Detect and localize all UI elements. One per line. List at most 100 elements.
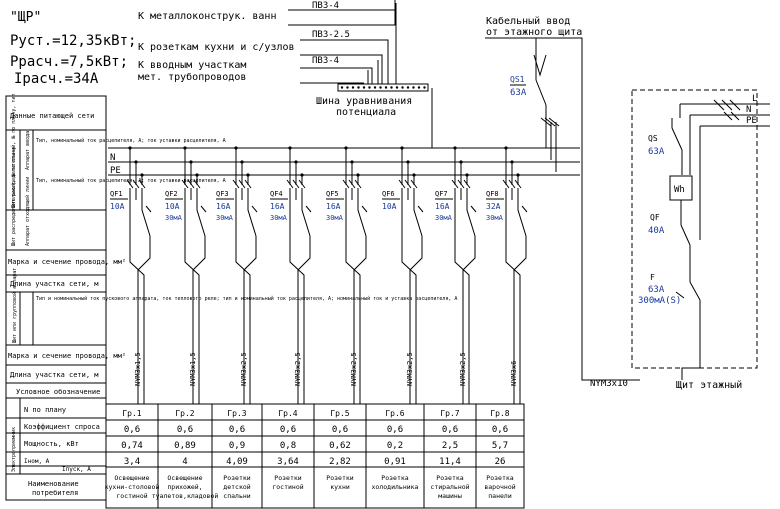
panel-title: Щит этажный (676, 379, 742, 391)
consumer-name: машины (438, 492, 462, 500)
breaker-name: QF2 (165, 190, 178, 198)
consumer-name: Розетки (326, 474, 353, 482)
cable-entry-1: Кабельный ввод (486, 15, 570, 27)
breaker-name: QF5 (326, 190, 339, 198)
panel-n-label: N (746, 105, 751, 115)
group-demand: 0,6 (492, 425, 508, 435)
group-current: 3,4 (124, 457, 140, 467)
panel-cable: NYM3x10 (590, 379, 628, 389)
breaker-switch (137, 188, 151, 404)
group-vlabel: Шит или групповой аппарат (12, 268, 18, 343)
consumer-name: гостиной (116, 492, 147, 500)
breaker-rcd: 30мА (326, 214, 344, 222)
bus-dot (390, 86, 393, 89)
bus-n-label: N (110, 153, 115, 163)
breaker-name: QF4 (270, 190, 283, 198)
bus-dot (395, 86, 399, 89)
bus-dot (417, 86, 421, 89)
bus-dot (368, 86, 371, 89)
breaker-mark (251, 205, 258, 213)
cable-label: NYM3x2,5 (350, 352, 358, 386)
group-demand: 0,6 (229, 425, 245, 435)
junction-dot (189, 160, 193, 164)
branch-ticks (232, 179, 252, 189)
breaker-pe (129, 188, 145, 404)
bus-dot (401, 86, 404, 89)
breaker-rating: 32А (486, 202, 501, 211)
bus-dot (379, 86, 382, 89)
istart-label: Iпуск, А (62, 466, 91, 473)
group-current: 2,82 (329, 457, 351, 467)
panel-qs-rating: 63А (648, 147, 665, 157)
breaker-name: QF7 (435, 190, 448, 198)
breaker-switch (243, 188, 257, 404)
bus-pe-label: PE (110, 166, 121, 176)
breaker-rating: 10А (382, 202, 397, 211)
breaker-rcd: 30мА (486, 214, 504, 222)
panel-f-rcd: 300мА(S) (638, 296, 681, 306)
consumer-name: холодильника (372, 483, 419, 491)
junction-dot (195, 173, 199, 177)
junction-dot (288, 146, 292, 150)
length-1: Длина участка сети, м (10, 280, 99, 288)
breaker-switch (297, 188, 311, 404)
label-kitchen-outlets: К розеткам кухни и с/узлов (138, 42, 295, 53)
bus-dot (340, 86, 344, 89)
group-current: 0,91 (384, 457, 406, 467)
group-demand: 0,6 (442, 425, 458, 435)
branch-ticks (126, 179, 146, 189)
junction-dot (344, 146, 348, 150)
junction-dot (400, 146, 404, 150)
group-power: 2,5 (442, 441, 458, 451)
vlabel-2b: Аппарат отходящей линии (25, 177, 31, 246)
branch-feed (345, 148, 359, 185)
breaker-pe (454, 188, 470, 404)
breaker-mark (200, 205, 207, 213)
symbol-label: Условное обозначение (16, 388, 100, 396)
breaker-rating: 16А (216, 202, 231, 211)
consumer-name-2: потребителя (32, 489, 78, 497)
junction-dot (128, 146, 132, 150)
breaker-pe (235, 188, 251, 404)
consumer-name: Розетки (274, 474, 301, 482)
consumer-name: стиральной (430, 483, 469, 491)
cable-label: NYM3x6 (510, 361, 518, 386)
panel-meter-label: Wh (674, 185, 685, 195)
junction-dot (294, 160, 298, 164)
branch-feed (454, 148, 468, 185)
junction-dot (516, 173, 520, 177)
wire-mark-2: Марка и сечение провода, мм² (8, 352, 126, 360)
group-power: 0,89 (174, 441, 196, 451)
qs1-name: QS1 (510, 75, 525, 84)
cable-label: NYM3x2,5 (240, 352, 248, 386)
length-2: Длина участка сети, м (10, 371, 99, 379)
junction-dot (465, 173, 469, 177)
consumer-name: прихожей, (167, 483, 202, 491)
group-power: 0,2 (387, 441, 403, 451)
branch-ticks (451, 179, 471, 189)
panel-f-name: F (650, 273, 655, 282)
cable-label: NYM3x2,5 (294, 352, 302, 386)
row1-desc: Тип, номинальный ток расцепителя, А; ток… (36, 138, 226, 144)
junction-dot (406, 160, 410, 164)
group-label: Гр.8 (490, 409, 509, 418)
group-desc: Тип и номинальный ток пускового аппарата… (36, 296, 457, 302)
row2-desc: Тип, номинальный ток расцепителя, А; ток… (36, 178, 226, 184)
junction-dot (183, 146, 187, 150)
consumer-name: варочной (484, 483, 515, 491)
breaker-rating: 10А (110, 202, 125, 211)
junction-dot (459, 160, 463, 164)
branch-ticks (502, 179, 522, 189)
breaker-rcd: 30мА (270, 214, 288, 222)
consumer-name-1: Наименование (28, 480, 79, 488)
breaker-switch (192, 188, 206, 404)
cable-label: NYM3x1,5 (189, 352, 197, 386)
consumer-name: детской (223, 483, 250, 491)
breaker-rating: 16А (270, 202, 285, 211)
branch-feed (289, 148, 303, 185)
bus-dot (362, 86, 366, 89)
group-label: Гр.3 (227, 409, 246, 418)
consumer-name: Розетка (381, 474, 408, 482)
breaker-rcd: 30мА (165, 214, 183, 222)
bus-dot (346, 86, 349, 89)
